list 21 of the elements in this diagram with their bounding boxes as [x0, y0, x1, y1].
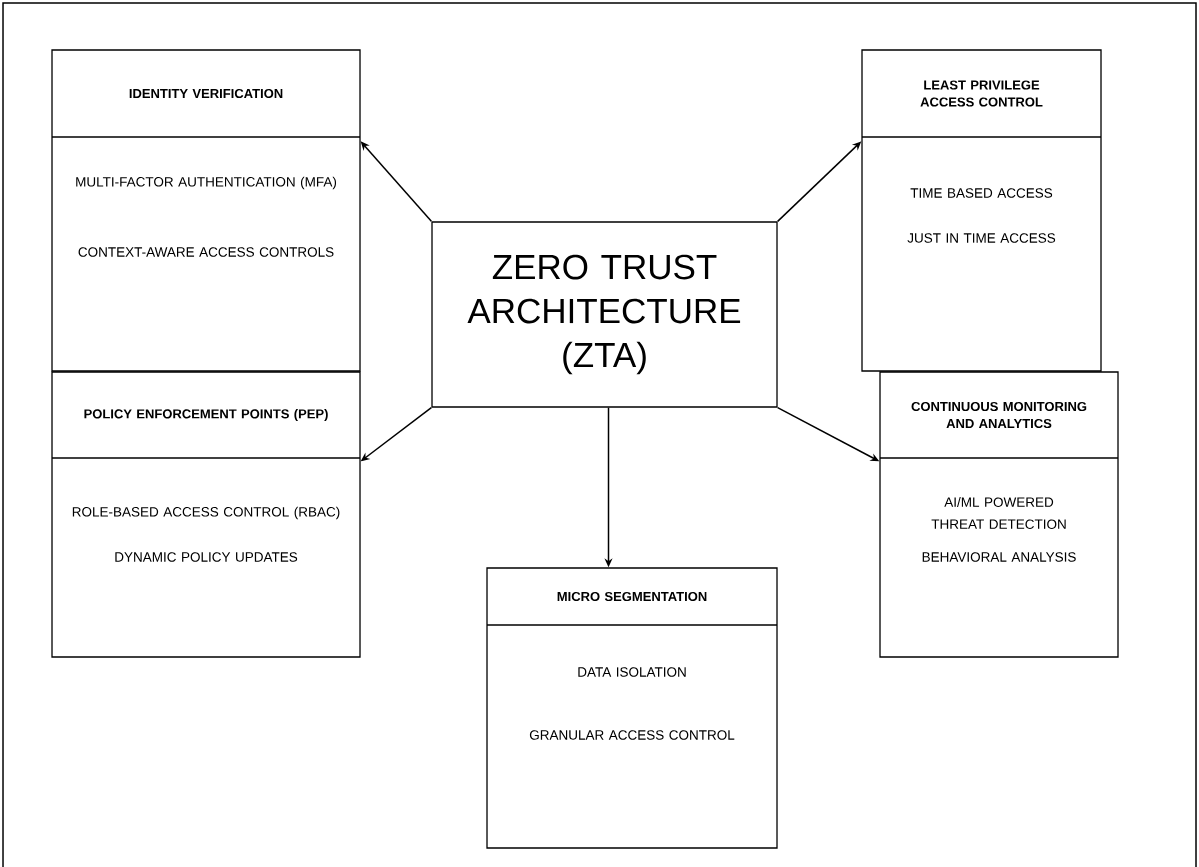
list-item: JUST IN TIME ACCESS [907, 233, 1056, 243]
list-item: AI/ML POWERED THREAT DETECTION [931, 497, 1066, 529]
list-item: MULTI-FACTOR AUTHENTICATION (MFA) [76, 176, 337, 190]
card [486, 567, 778, 849]
card-heading: POLICY ENFORCEMENT POINTS (PEP) [84, 408, 328, 422]
card-heading: CONTINUOUS MONITORING AND ANALYTICS [911, 401, 1087, 429]
card-heading: LEAST PRIVILEGE ACCESS CONTROL [920, 80, 1043, 107]
list-item: DATA ISOLATION [578, 667, 686, 677]
central-box: ZERO TRUST ARCHITECTURE (ZTA) [431, 221, 778, 408]
list-item: GRANULAR ACCESS CONTROL [529, 730, 735, 740]
card-heading: MICRO SEGMENTATION [557, 591, 707, 602]
list-item: ROLE-BASED ACCESS CONTROL (RBAC) [72, 506, 340, 520]
list-item: BEHAVIORAL ANALYSIS [922, 552, 1076, 562]
list-item: CONTEXT-AWARE ACCESS CONTROLS [78, 247, 334, 257]
card [51, 49, 361, 372]
card [861, 49, 1102, 372]
card [879, 371, 1119, 658]
card-heading: IDENTITY VERIFICATION [129, 88, 283, 99]
list-item: TIME BASED ACCESS [910, 188, 1053, 198]
list-item: DYNAMIC POLICY UPDATES [115, 552, 298, 562]
card [51, 371, 361, 658]
